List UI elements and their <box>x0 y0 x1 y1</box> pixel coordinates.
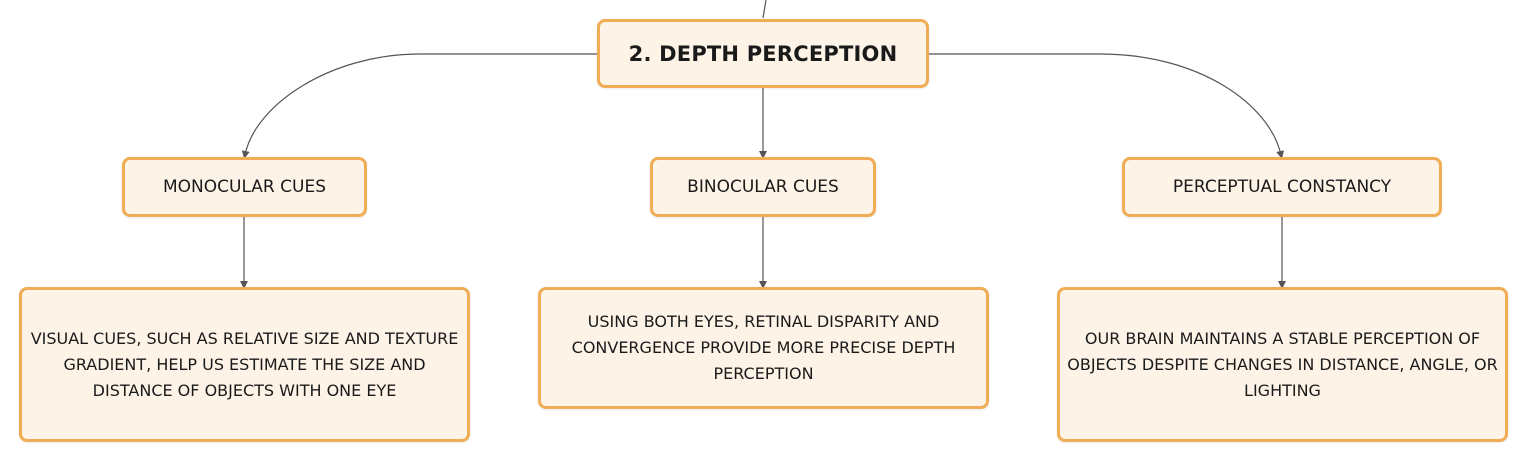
leaf-node-perceptual-description[interactable]: OUR BRAIN MAINTAINS A STABLE PERCEPTION … <box>1057 287 1508 442</box>
connector-root-to-perceptual <box>929 53 1285 159</box>
connector-root-to-monocular <box>241 53 597 159</box>
leaf-node-binocular-description[interactable]: USING BOTH EYES, RETINAL DISPARITY AND C… <box>538 287 989 409</box>
node-label: PERCEPTUAL CONSTANCY <box>1172 177 1392 197</box>
leaf-text: OUR BRAIN MAINTAINS A STABLE PERCEPTION … <box>1067 328 1498 400</box>
root-node-label: 2. DEPTH PERCEPTION <box>628 41 898 66</box>
node-monocular-cues[interactable]: MONOCULAR CUES <box>122 157 367 217</box>
leaf-text: USING BOTH EYES, RETINAL DISPARITY AND C… <box>571 312 956 383</box>
node-label: MONOCULAR CUES <box>162 177 326 197</box>
leaf-text: VISUAL CUES, SUCH AS RELATIVE SIZE AND T… <box>30 328 459 400</box>
leaf-node-monocular-description[interactable]: VISUAL CUES, SUCH AS RELATIVE SIZE AND T… <box>19 287 470 442</box>
root-node-depth-perception[interactable]: 2. DEPTH PERCEPTION <box>597 19 929 88</box>
node-perceptual-constancy[interactable]: PERCEPTUAL CONSTANCY <box>1122 157 1442 217</box>
node-binocular-cues[interactable]: BINOCULAR CUES <box>650 157 876 217</box>
node-label: BINOCULAR CUES <box>687 177 839 197</box>
connector-from-parent <box>762 0 767 19</box>
